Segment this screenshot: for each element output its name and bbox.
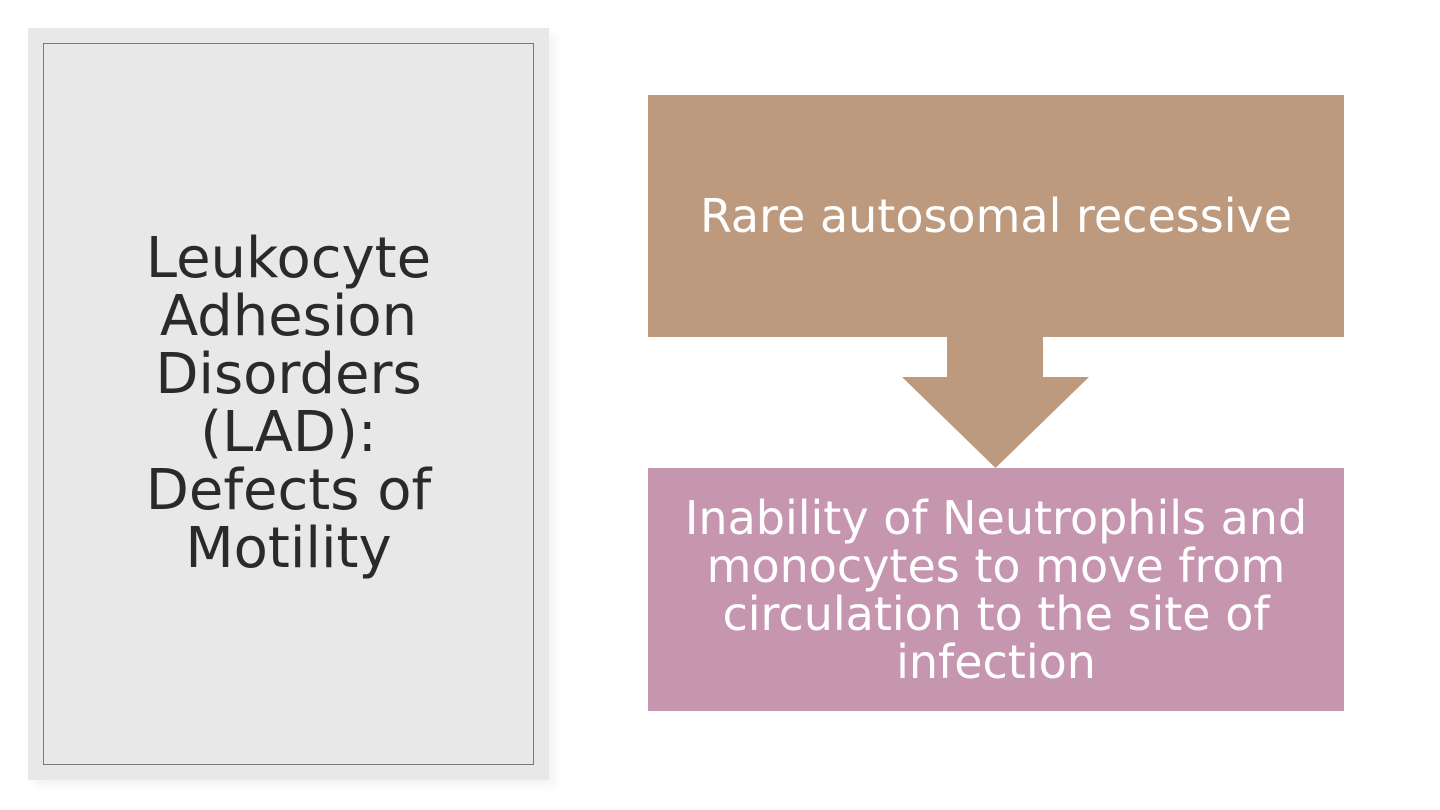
title-panel-border: Leukocyte Adhesion Disorders (LAD): Defe… (43, 43, 534, 765)
flow-box-inability-neutrophils: Inability of Neutrophils and monocytes t… (648, 468, 1344, 711)
down-arrow-icon (902, 336, 1089, 468)
slide-title-line: Disorders (155, 342, 422, 407)
flow-box-inability-neutrophils-label: Inability of Neutrophils and monocytes t… (684, 490, 1308, 689)
slide-title-line: Leukocyte (145, 226, 432, 291)
slide-title-line: Adhesion (159, 284, 418, 349)
flow-box-rare-autosomal-label: Rare autosomal recessive (699, 189, 1293, 243)
slide-title-line: Motility (185, 516, 392, 581)
title-panel: Leukocyte Adhesion Disorders (LAD): Defe… (28, 28, 549, 780)
slide-title: Leukocyte Adhesion Disorders (LAD): Defe… (146, 230, 431, 578)
slide-title-line: (LAD): (200, 400, 377, 465)
slide-title-line: Defects of (145, 458, 432, 523)
flow-box-rare-autosomal: Rare autosomal recessive (648, 95, 1344, 337)
